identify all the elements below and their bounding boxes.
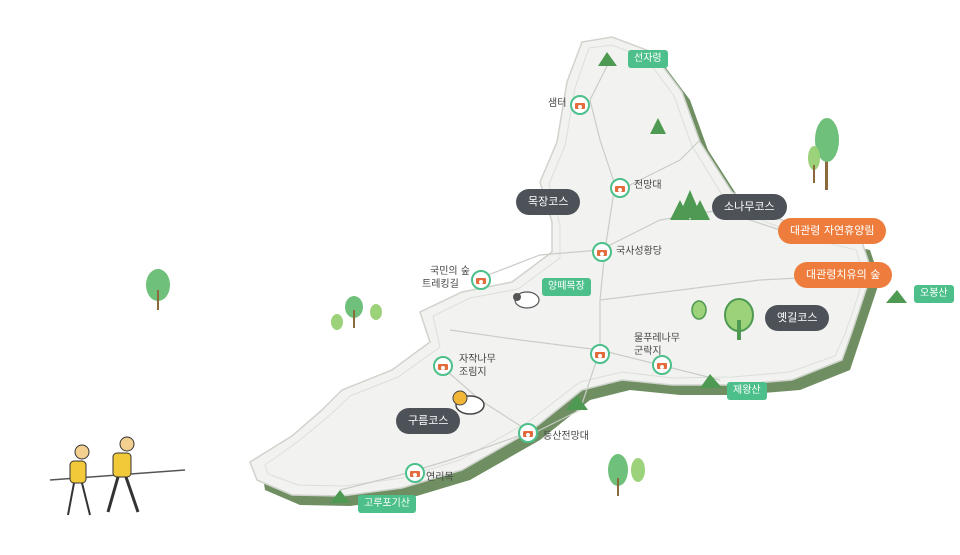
peak-obongsan[interactable]: 오봉산: [914, 285, 954, 303]
tree-icon: [331, 296, 382, 330]
broadleaf-tree-icon: [691, 298, 754, 340]
course-gureum[interactable]: 구름코스: [396, 408, 461, 434]
pine-trees-icon: [650, 118, 710, 220]
peak-gorupogisan[interactable]: 고루포기산: [358, 495, 416, 513]
sheep-icon: [513, 291, 540, 309]
label-birch-2: 조림지: [459, 367, 487, 378]
tree-icon: [808, 118, 839, 190]
camera-icon[interactable]: [570, 95, 590, 115]
mountain-icon: [330, 52, 907, 503]
camera-icon[interactable]: [592, 242, 612, 262]
camera-icon[interactable]: [433, 356, 453, 376]
label-trekking-2: 트레킹길: [422, 279, 459, 290]
tree-icon: [608, 454, 645, 496]
label-climbing: 등산전망대: [543, 431, 589, 442]
course-sonamu[interactable]: 소나무코스: [712, 194, 787, 220]
peak-seonjaryeong[interactable]: 선자령: [628, 50, 668, 68]
camera-icon[interactable]: [405, 463, 425, 483]
label-bridge: 연리목: [426, 472, 454, 483]
map-land: [249, 36, 873, 497]
label-shrine: 국사성황당: [616, 246, 662, 257]
course-yetgil[interactable]: 옛길코스: [765, 305, 830, 331]
place-yangtte[interactable]: 양떼목장: [542, 278, 591, 296]
forest-healing[interactable]: 대관령치유의 숲: [794, 262, 893, 288]
label-center: 샘터: [548, 98, 567, 109]
camera-icon[interactable]: [518, 423, 538, 443]
peak-jewangsan[interactable]: 제왕산: [727, 382, 767, 400]
camera-icon[interactable]: [652, 355, 672, 375]
label-observatory: 전망대: [634, 180, 662, 191]
label-ash-2: 군락지: [634, 346, 662, 357]
hikers-illustration: [49, 436, 186, 516]
label-ash-1: 물푸레나무: [634, 333, 680, 344]
camera-icon[interactable]: [590, 344, 610, 364]
course-mokjang[interactable]: 목장코스: [516, 189, 581, 215]
camera-icon[interactable]: [610, 178, 630, 198]
label-birch-1: 자작나무: [459, 354, 496, 365]
label-trekking-1: 국민의 숲: [430, 266, 470, 277]
camera-icon[interactable]: [471, 270, 491, 290]
tree-icon: [146, 269, 170, 310]
forest-nature[interactable]: 대관령 자연휴양림: [778, 218, 887, 244]
cloud-icon: [452, 390, 485, 415]
